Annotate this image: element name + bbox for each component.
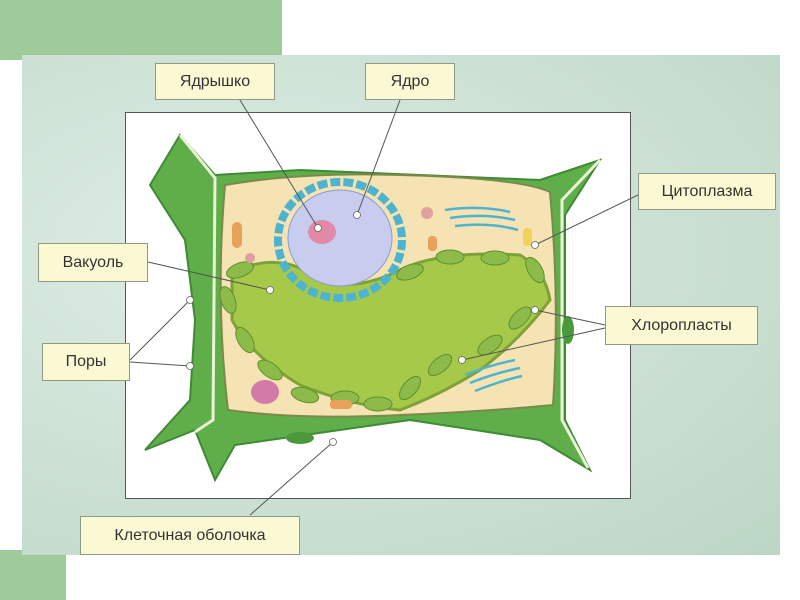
background-strip-top: [0, 0, 282, 60]
label-nucleolus: Ядрышко: [155, 63, 275, 100]
pointer-dots: [186, 211, 539, 446]
label-pores: Поры: [42, 343, 130, 381]
nucleolus: [308, 220, 336, 244]
background-strip-bottom: [0, 550, 66, 600]
leader-lines: [129, 99, 639, 516]
label-vacuole: Вакуоль: [38, 243, 148, 282]
label-nucleus: Ядро: [365, 63, 455, 100]
nucleus: [274, 178, 406, 302]
label-cell-wall: Клеточная оболочка: [80, 516, 300, 555]
chloroplasts: [219, 249, 545, 412]
label-chloroplasts: Хлоропласты: [605, 306, 758, 345]
label-cytoplasm: Цитоплазма: [638, 173, 776, 210]
organelles: [232, 206, 532, 409]
